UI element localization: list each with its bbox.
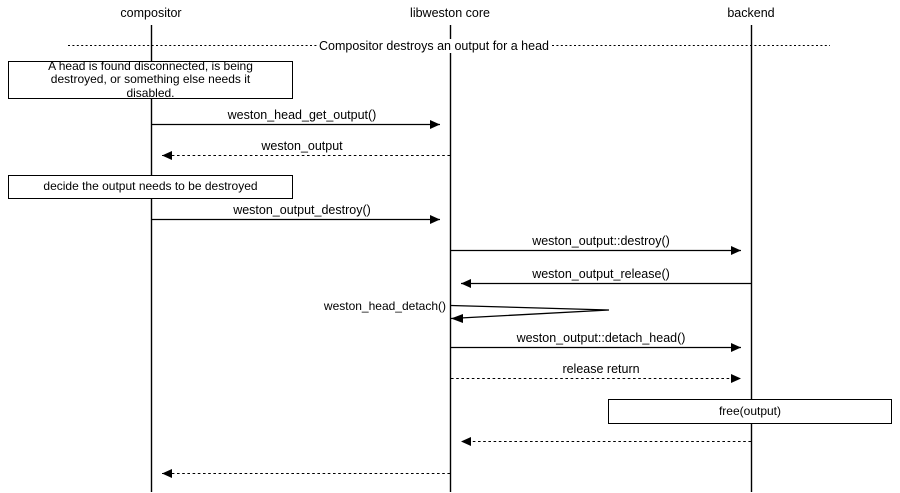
note-decide-destroy: decide the output needs to be destroyed bbox=[8, 175, 293, 199]
actor-label-backend: backend bbox=[727, 6, 775, 20]
message-label-weston-head-get-output: weston_head_get_output() bbox=[227, 108, 377, 122]
message-label-weston-output-detach-head: weston_output::detach_head() bbox=[516, 331, 686, 345]
note-line: decide the output needs to be destroyed bbox=[43, 179, 258, 194]
note-line: free(output) bbox=[718, 403, 782, 418]
actor-label-compositor: compositor bbox=[120, 6, 182, 20]
message-label-weston-head-detach: weston_head_detach() bbox=[323, 299, 446, 313]
note-head-disconnected: A head is found disconnected, is being d… bbox=[8, 58, 293, 100]
message-label-weston-output-destroy: weston_output_destroy() bbox=[233, 203, 371, 217]
section-divider-label: Compositor destroys an output for a head bbox=[317, 39, 551, 53]
message-arrow-weston-head-detach-self bbox=[450, 304, 610, 323]
actor-label-libweston-core: libweston core bbox=[410, 6, 490, 20]
message-label-weston-output: weston_output bbox=[261, 139, 343, 153]
note-line: destroyed, or something else needs it bbox=[50, 72, 251, 87]
note-free-output: free(output) bbox=[608, 399, 892, 424]
message-label-weston-output-destroy-backend: weston_output::destroy() bbox=[532, 234, 670, 248]
message-label-release-return: release return bbox=[562, 362, 640, 376]
message-label-weston-output-release: weston_output_release() bbox=[532, 267, 670, 281]
note-line: disabled. bbox=[126, 85, 175, 100]
note-line: A head is found disconnected, is being bbox=[48, 58, 253, 73]
